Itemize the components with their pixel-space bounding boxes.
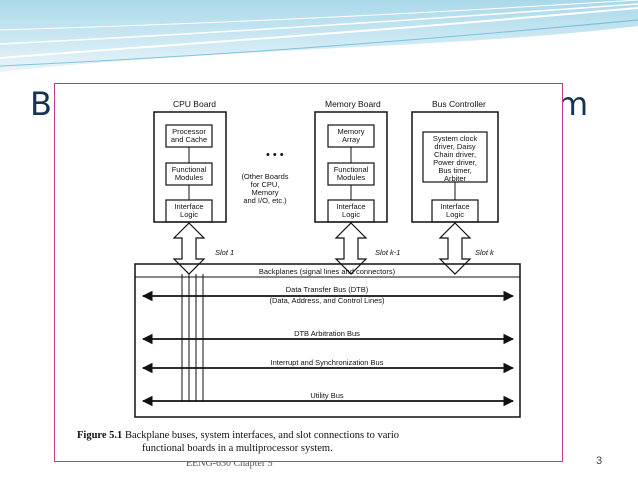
header-waves: [0, 0, 638, 72]
bus-controller-module-1-line-5: Bus timer,: [438, 166, 471, 175]
bus-controller-module-1-line-2: driver, Daisy: [434, 142, 476, 151]
cpu-module-3-line-1: Interface: [174, 202, 203, 211]
other-boards-note-line-3: Memory: [251, 188, 278, 197]
wave-line-2: [0, 3, 638, 45]
utility-bus-label: Utility Bus: [310, 391, 344, 400]
bus-controller-module-1-line-4: Power driver,: [433, 158, 477, 167]
bus-controller-module-1-line-6: Arbiter: [444, 174, 467, 183]
memory-module-1-line-2: Array: [342, 135, 360, 144]
cpu-module-3-line-2: Logic: [180, 210, 198, 219]
data-transfer-bus-label-line-2: (Data, Address, and Control Lines): [269, 296, 385, 305]
figure-frame: CPU Board Memory Board Bus Controller Pr…: [54, 83, 563, 462]
wave-line-3: [0, 0, 638, 31]
cpu-module-1-line-2: and Cache: [171, 135, 207, 144]
bus-controller-module-2-line-2: Logic: [446, 210, 464, 219]
caption-text-line-2: functional boards in a multiprocessor sy…: [142, 443, 333, 454]
slot-k-connector: [438, 222, 472, 275]
dtb-arbitration-bus-label: DTB Arbitration Bus: [294, 329, 360, 338]
backplane: [134, 263, 521, 418]
figure-caption: Figure 5.1 Backplane buses, system inter…: [77, 429, 567, 455]
bus-controller-module-2-line-1: Interface: [440, 202, 469, 211]
backplane-diagram: CPU Board Memory Board Bus Controller Pr…: [134, 99, 521, 418]
slide-title-left: B: [30, 85, 52, 123]
other-boards-ellipsis: •••: [266, 149, 287, 161]
wave-line-1: [0, 7, 638, 59]
backplane-label: Backplanes (signal lines and connectors): [259, 267, 396, 276]
bus-controller-title: Bus Controller: [432, 99, 486, 109]
memory-module-3-line-2: Logic: [342, 210, 360, 219]
wave-band: [0, 0, 638, 72]
slot-1-connector: [172, 222, 206, 275]
slot-1-label: Slot 1: [215, 248, 234, 257]
slot-k-1-connector: [334, 222, 368, 275]
slot-k-1-label: Slot k-1: [375, 248, 400, 257]
bus-controller-module-1-line-3: Chain driver,: [434, 150, 476, 159]
cpu-module-1-line-1: Processor: [172, 127, 206, 136]
memory-board-title: Memory Board: [325, 99, 381, 109]
other-boards-note-line-4: and I/O, etc.): [243, 196, 287, 205]
caption-label: Figure 5.1: [77, 430, 123, 441]
slide-footer: EENG-630 Chapter 5: [186, 458, 273, 469]
bus-controller-module-1-line-1: System clock: [433, 134, 477, 143]
cpu-module-2-line-2: Modules: [175, 173, 204, 182]
memory-module-1-line-1: Memory: [337, 127, 364, 136]
other-boards-note-line-2: for CPU,: [251, 180, 280, 189]
page-number: 3: [596, 455, 603, 467]
memory-module-2-line-2: Modules: [337, 173, 366, 182]
cpu-board-title: CPU Board: [173, 99, 216, 109]
slot-k-label: Slot k: [475, 248, 495, 257]
other-boards-note-line-1: (Other Boards: [241, 172, 288, 181]
memory-module-2-line-1: Functional: [334, 165, 369, 174]
caption-text-line-1: Backplane buses, system interfaces, and …: [124, 430, 400, 441]
wave-line-4: [0, 19, 638, 67]
cpu-module-2-line-1: Functional: [172, 165, 207, 174]
data-transfer-bus-label-line-1: Data Transfer Bus (DTB): [286, 285, 369, 294]
interrupt-sync-bus-label: Interrupt and Synchronization Bus: [271, 358, 384, 367]
memory-module-3-line-1: Interface: [336, 202, 365, 211]
